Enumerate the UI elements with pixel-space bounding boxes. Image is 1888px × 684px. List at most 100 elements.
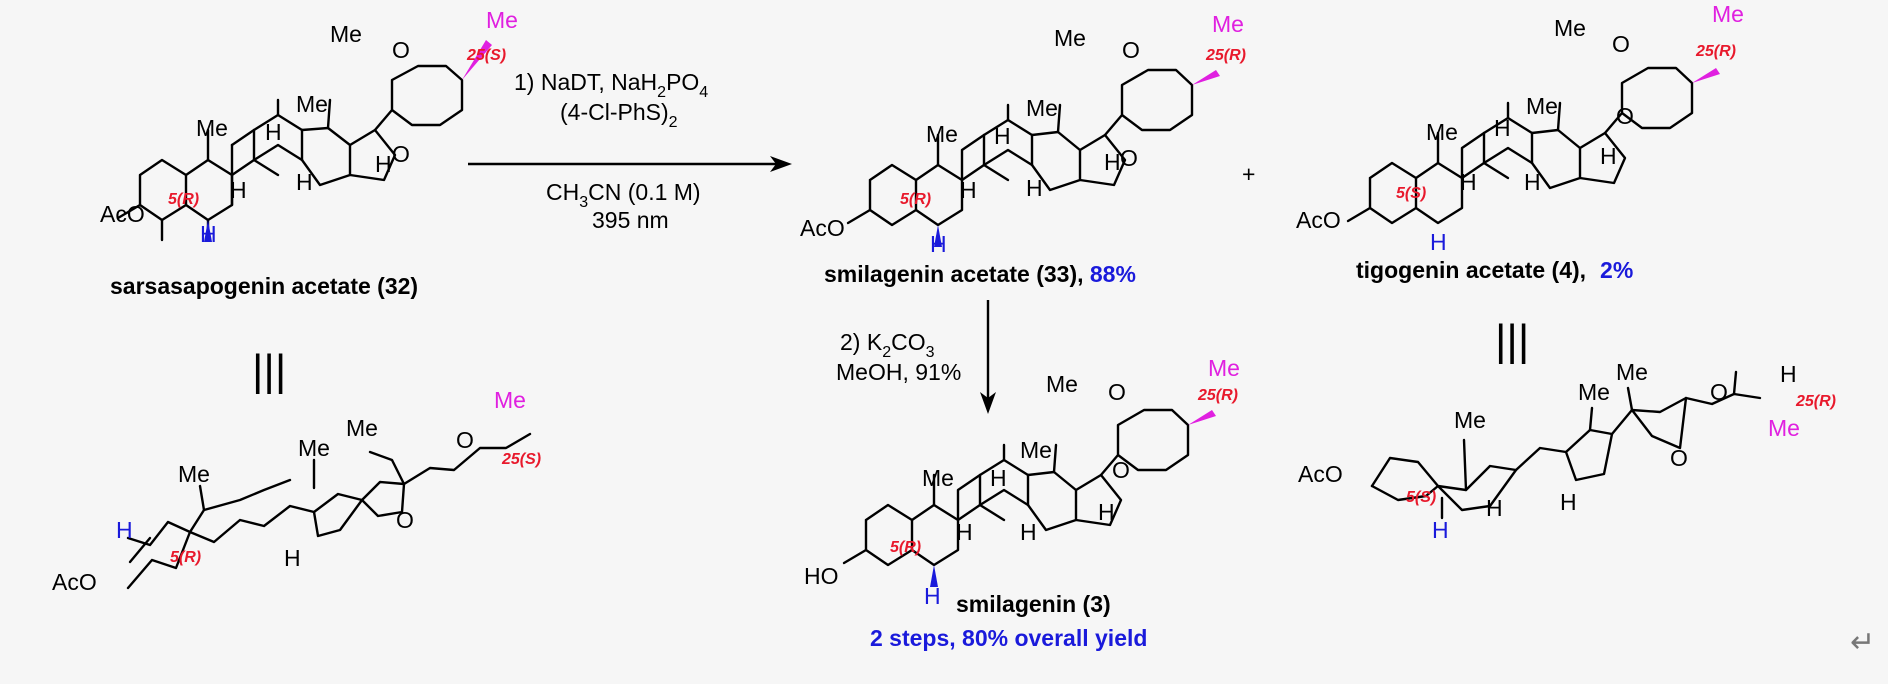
stereo-label: 5(R) [900,191,931,208]
h-label: H [924,583,941,609]
me-label: Me [1212,11,1244,37]
sarsasapogenin-acetate-structure: AcO H Me Me Me O O Me H H H H 25(S) 5(R) [100,7,518,247]
compound-name: smilagenin acetate (33), 88% [824,261,1136,287]
me-label: Me [1426,119,1458,145]
svg-text:2) K2CO3: 2) K2CO3 [840,329,935,361]
h-label: H [1486,495,1503,521]
stereo-label: 25(R) [1695,43,1736,60]
arrow-head [770,156,792,172]
me-label: Me [1026,95,1058,121]
me-label: Me [1578,379,1610,405]
h-label: H [1098,499,1115,525]
o-label: O [1108,379,1126,405]
h-label: H [990,465,1007,491]
svg-text:MeOH, 91%: MeOH, 91% [836,359,961,385]
h-label: H [1494,115,1511,141]
yield-summary: 2 steps, 80% overall yield [870,625,1147,651]
stereo-label: 25(S) [466,47,506,64]
svg-text:395 nm: 395 nm [592,207,669,233]
stereo-label: 25(R) [1205,47,1246,64]
smilagenin-structure: HO H Me Me Me Me O O H H H H 25(R) 5(R) [804,355,1240,609]
o-label: O [1616,103,1634,129]
sarsasapogenin-3d-structure: AcO H Me Me Me Me H O O 25(S) 5(R) [52,387,541,595]
h-label: H [1430,229,1447,255]
me-label: Me [298,435,330,461]
svg-text:1) NaDT, NaH2PO4: 1) NaDT, NaH2PO4 [514,69,708,101]
o-label: O [1612,31,1630,57]
h-label: H [1020,519,1037,545]
stereo-label: 5(R) [170,549,201,566]
h-label: H [930,231,947,257]
h-label: H [1026,175,1043,201]
compound-name: sarsasapogenin acetate (32) [110,273,418,299]
me-label: Me [196,115,228,141]
me-label: Me [494,387,526,413]
reaction2-conditions: 2) K2CO3 MeOH, 91% [836,329,961,385]
ho-label: HO [804,563,839,589]
h-label: H [1560,489,1577,515]
stereo-label: 25(S) [501,451,541,468]
me-label: Me [926,121,958,147]
o-label: O [1710,379,1728,405]
h-label: H [1104,149,1121,175]
me-label: Me [1712,1,1744,27]
svg-text:(4-Cl-PhS)2: (4-Cl-PhS)2 [560,99,678,131]
me-label: Me [296,91,328,117]
o-label: O [392,37,410,63]
stereo-label: 25(R) [1197,387,1238,404]
identity-symbol: ||| [252,346,286,395]
h-label: H [1524,169,1541,195]
o-label: O [1120,145,1138,171]
me-label: Me [1046,371,1078,397]
me-label: Me [1768,415,1800,441]
stereo-label: 5(R) [168,191,199,208]
me-label: Me [1454,407,1486,433]
h-label: H [296,169,313,195]
svg-text:CH3CN (0.1 M): CH3CN (0.1 M) [546,179,701,211]
aco-label: AcO [52,569,97,595]
reaction1-conditions: 1) NaDT, NaH2PO4 (4-Cl-PhS)2 CH3CN (0.1 … [514,69,708,233]
me-label: Me [346,415,378,441]
me-label: Me [1526,93,1558,119]
compound-name: tigogenin acetate (4),2% [1356,257,1633,283]
stereo-label: 5(S) [1406,489,1436,506]
plus-sign: + [1242,161,1255,187]
tigogenin-3d-structure: AcO H Me Me Me Me H O O H H 25(R) 5(S) [1298,359,1836,543]
h-label: H [1600,143,1617,169]
h-label: H [200,221,217,247]
h-label: H [265,119,282,145]
h-label: H [1432,517,1449,543]
stereo-label: 5(R) [890,539,921,556]
aco-label: AcO [1298,461,1343,487]
return-icon: ↵ [1850,626,1875,659]
aco-label: AcO [800,215,845,241]
me-label: Me [1054,25,1086,51]
o-label: O [396,507,414,533]
h-label: H [375,151,392,177]
me-label: Me [1616,359,1648,385]
h-label: H [284,545,301,571]
me-label: Me [1208,355,1240,381]
h-label: H [116,517,133,543]
aco-label: AcO [100,201,145,227]
o-label: O [392,141,410,167]
me-label: Me [922,465,954,491]
h-label: H [230,177,247,203]
me-label: Me [1554,15,1586,41]
o-label: O [1670,445,1688,471]
o-label: O [1112,457,1130,483]
stereo-label: 5(S) [1396,185,1426,202]
stereo-label: 25(R) [1795,393,1836,410]
identity-symbol: ||| [1495,316,1529,365]
o-label: O [456,427,474,453]
h-label: H [960,177,977,203]
h-label: H [994,123,1011,149]
me-label: Me [486,7,518,33]
h-label: H [1780,361,1797,387]
h-label: H [956,519,973,545]
aco-label: AcO [1296,207,1341,233]
arrow-head [980,392,996,414]
h-label: H [1460,169,1477,195]
me-label: Me [178,461,210,487]
